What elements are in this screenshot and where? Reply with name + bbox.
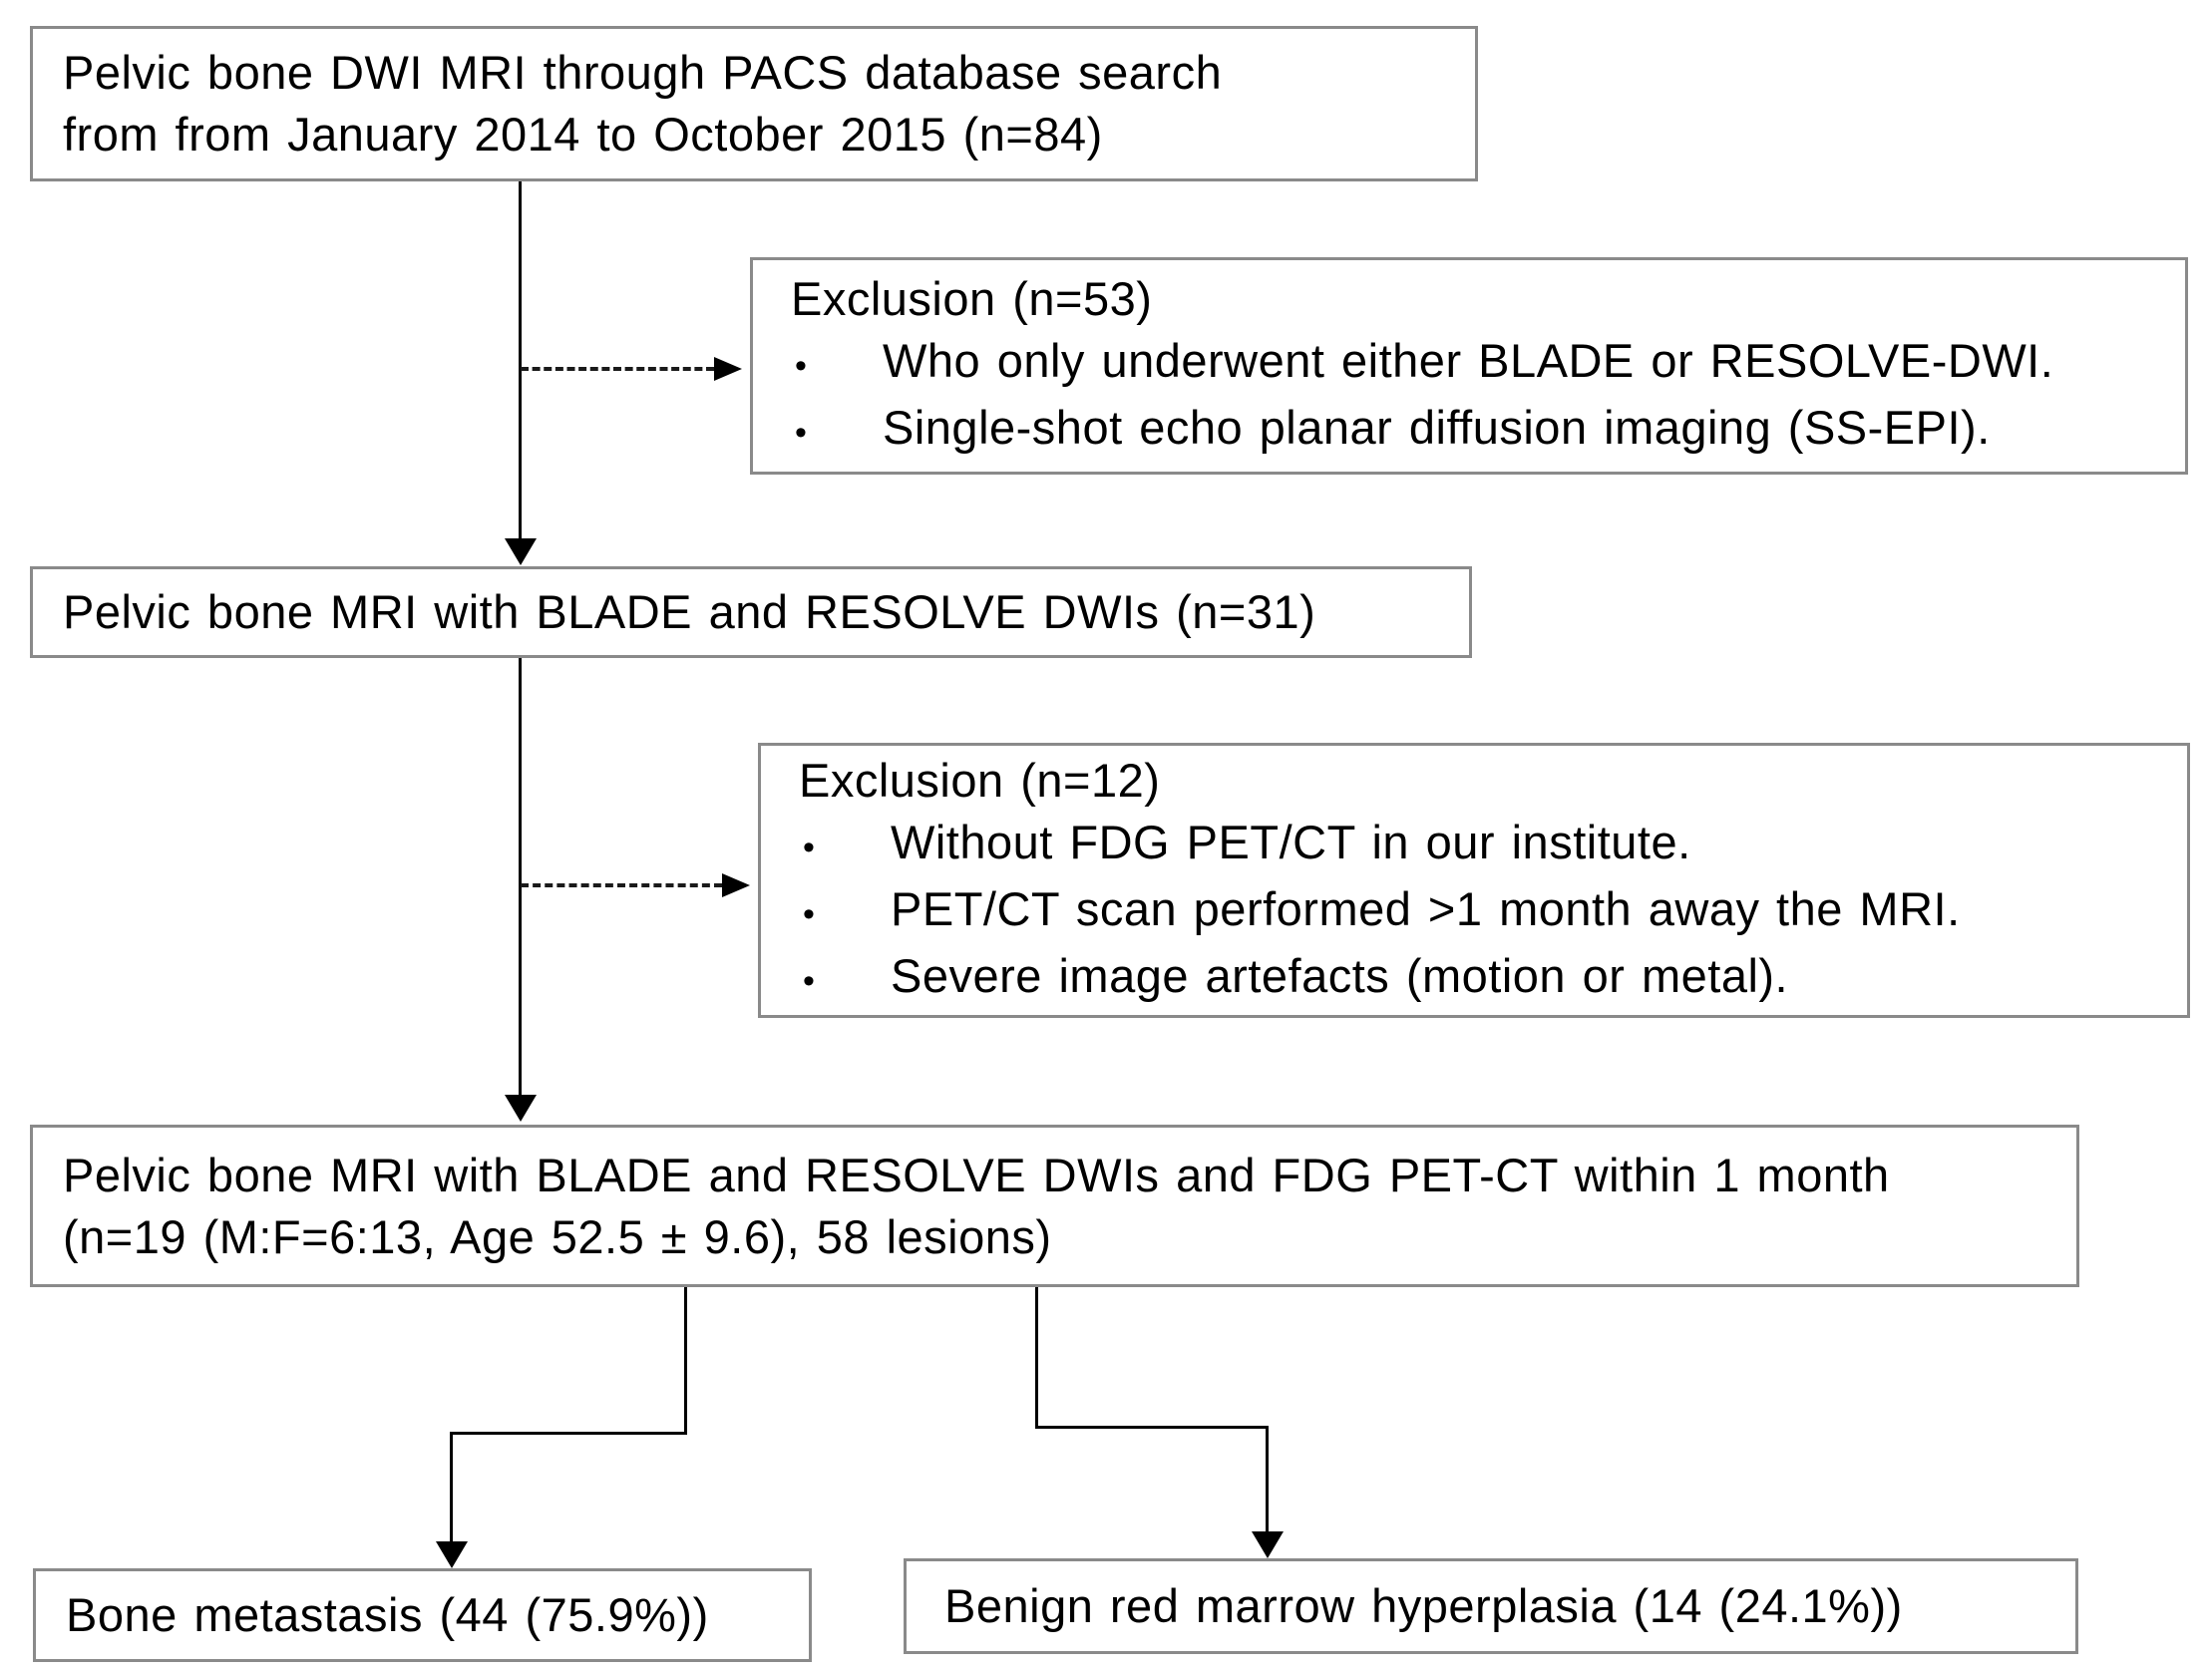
arrow-to-exclusion2-line	[521, 883, 722, 887]
box-exclusion-2: Exclusion (n=12) • Without FDG PET/CT in…	[758, 743, 2190, 1018]
exclusion1-title: Exclusion (n=53)	[791, 272, 1153, 325]
box-petct-line2: (n=19 (M:F=6:13, Age 52.5 ± 9.6), 58 les…	[63, 1209, 1052, 1263]
arrow-blade-to-petct-head-icon	[505, 1095, 537, 1122]
box-blade-resolve-line1: Pelvic bone MRI with BLADE and RESOLVE D…	[63, 585, 1316, 638]
box-exclusion-1: Exclusion (n=53) • Who only underwent ei…	[750, 257, 2188, 475]
bullet-icon: •	[803, 828, 816, 866]
box-petct-line1: Pelvic bone MRI with BLADE and RESOLVE D…	[63, 1148, 1890, 1201]
bullet-icon: •	[795, 347, 808, 385]
box-petct: Pelvic bone MRI with BLADE and RESOLVE D…	[30, 1125, 2079, 1287]
box-blade-resolve: Pelvic bone MRI with BLADE and RESOLVE D…	[30, 566, 1472, 658]
arrow-to-exclusion1-head-icon	[714, 357, 742, 381]
exclusion1-item-1-text: Who only underwent either BLADE or RESOL…	[883, 334, 2054, 387]
arrow-to-exclusion2-head-icon	[722, 873, 750, 897]
box-benign-hyperplasia: Benign red marrow hyperplasia (14 (24.1%…	[904, 1558, 2078, 1654]
arrow-pacs-to-blade-line	[519, 181, 522, 540]
arrow-to-exclusion1-line	[521, 367, 714, 371]
exclusion2-item-3-text: Severe image artefacts (motion or metal)…	[891, 948, 1789, 1002]
exclusion2-item-2-text: PET/CT scan performed >1 month away the …	[891, 881, 1961, 935]
connector-metastasis-segment-down	[684, 1287, 687, 1435]
bullet-icon: •	[795, 414, 808, 452]
exclusion2-item-1: • Without FDG PET/CT in our institute.	[761, 812, 2187, 878]
connector-hyperplasia-segment-across	[1035, 1426, 1269, 1429]
exclusion2-item-2: • PET/CT scan performed >1 month away th…	[761, 878, 2187, 945]
box-benign-hyperplasia-line1: Benign red marrow hyperplasia (14 (24.1%…	[944, 1579, 1903, 1632]
box-bone-metastasis: Bone metastasis (44 (75.9%))	[33, 1568, 812, 1662]
connector-metastasis-segment-across	[450, 1432, 687, 1435]
arrow-pacs-to-blade-head-icon	[505, 538, 537, 565]
connector-metastasis-segment-down2	[450, 1432, 453, 1543]
connector-hyperplasia-head-icon	[1252, 1531, 1284, 1558]
connector-hyperplasia-segment-down2	[1266, 1426, 1269, 1533]
box-pacs-search: Pelvic bone DWI MRI through PACS databas…	[30, 26, 1478, 181]
exclusion1-item-2: • Single-shot echo planar diffusion imag…	[753, 397, 2185, 464]
connector-hyperplasia-segment-down	[1035, 1287, 1038, 1429]
exclusion1-item-2-text: Single-shot echo planar diffusion imagin…	[883, 401, 1991, 454]
bullet-icon: •	[803, 961, 816, 1000]
box-pacs-search-line1: Pelvic bone DWI MRI through PACS databas…	[63, 46, 1223, 99]
exclusion2-item-1-text: Without FDG PET/CT in our institute.	[891, 815, 1691, 868]
exclusion2-item-3: • Severe image artefacts (motion or meta…	[761, 945, 2187, 1012]
box-bone-metastasis-line1: Bone metastasis (44 (75.9%))	[66, 1588, 709, 1641]
connector-metastasis-head-icon	[436, 1541, 468, 1568]
box-pacs-search-line2: from from January 2014 to October 2015 (…	[63, 108, 1103, 161]
bullet-icon: •	[803, 894, 816, 933]
arrow-blade-to-petct-line	[519, 658, 522, 1097]
exclusion1-item-1: • Who only underwent either BLADE or RES…	[753, 330, 2185, 397]
exclusion2-title: Exclusion (n=12)	[799, 753, 1161, 807]
